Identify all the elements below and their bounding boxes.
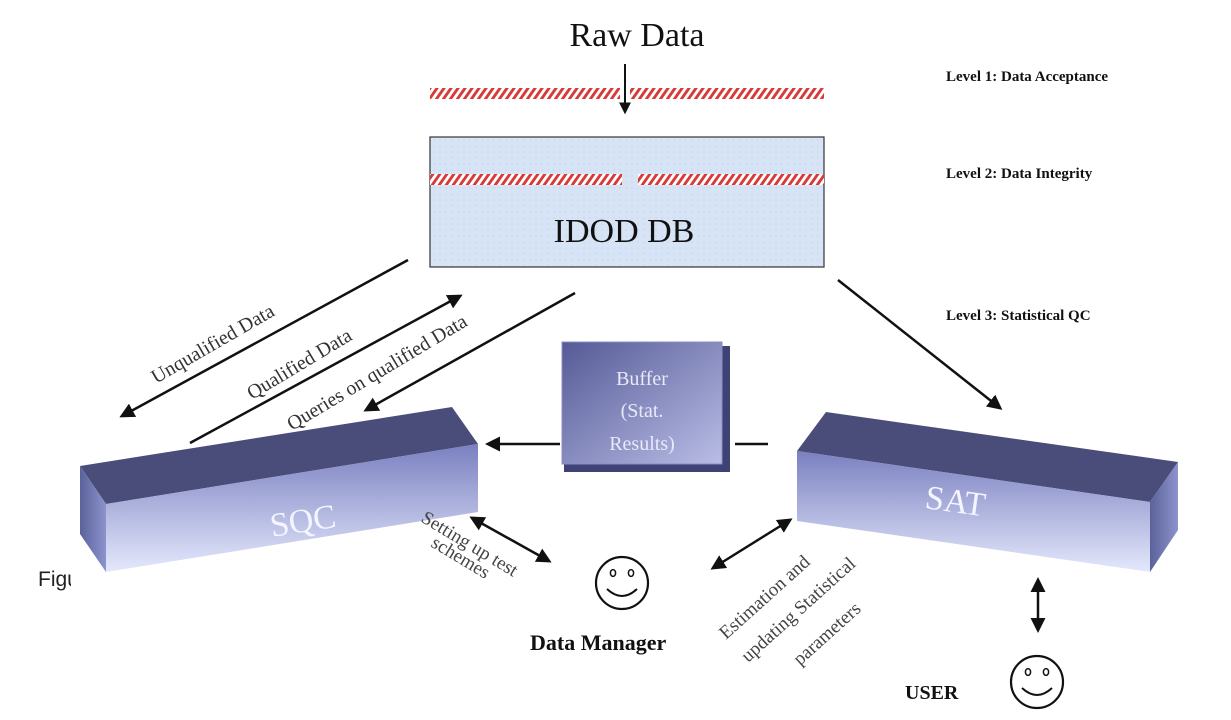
acceptance-barrier-left bbox=[430, 88, 620, 99]
integrity-barrier-right bbox=[638, 174, 824, 185]
level-3-label: Level 3: Statistical QC bbox=[946, 308, 1091, 324]
sqc-manager-arrow bbox=[469, 516, 552, 563]
buffer-box-face bbox=[561, 341, 723, 465]
buffer-label-line1: Buffer bbox=[616, 368, 668, 390]
data-manager-label: Data Manager bbox=[530, 630, 666, 655]
sat-block: SAT bbox=[797, 412, 1178, 572]
integrity-barrier-left bbox=[430, 174, 622, 185]
qualified-data-arrow bbox=[189, 294, 463, 445]
level-2-label: Level 2: Data Integrity bbox=[946, 166, 1093, 182]
sqc-block-top bbox=[80, 407, 478, 504]
sat-block-front bbox=[797, 451, 1150, 572]
queries-arrow bbox=[363, 291, 576, 412]
acceptance-barrier-right bbox=[630, 88, 824, 99]
buffer-label-line2: (Stat. bbox=[621, 400, 664, 422]
sat-block-top bbox=[797, 412, 1178, 502]
sat-label: SAT bbox=[923, 479, 988, 524]
sqc-block: SQC bbox=[80, 407, 478, 572]
idod-db-label: IDOD DB bbox=[554, 213, 695, 250]
db-to-sat-arrow bbox=[837, 279, 1003, 410]
level-1-label: Level 1: Data Acceptance bbox=[946, 69, 1108, 85]
sat-block-side bbox=[1150, 462, 1178, 572]
user-label: USER bbox=[905, 682, 959, 704]
buffer-box: Buffer (Stat. Results) bbox=[561, 341, 730, 472]
sqc-block-side bbox=[80, 466, 106, 572]
raw-data-title: Raw Data bbox=[569, 17, 704, 54]
manager-sat-arrow bbox=[710, 518, 793, 570]
buffer-label-line3: Results) bbox=[609, 433, 675, 455]
data-manager-smiley-icon bbox=[594, 555, 650, 611]
figure-caption: Figure bbox=[38, 568, 71, 591]
user-smiley-icon bbox=[1009, 654, 1065, 710]
idod-db-box bbox=[429, 136, 825, 268]
unqualified-data-arrow bbox=[119, 258, 409, 418]
sqc-block-front bbox=[106, 444, 478, 572]
